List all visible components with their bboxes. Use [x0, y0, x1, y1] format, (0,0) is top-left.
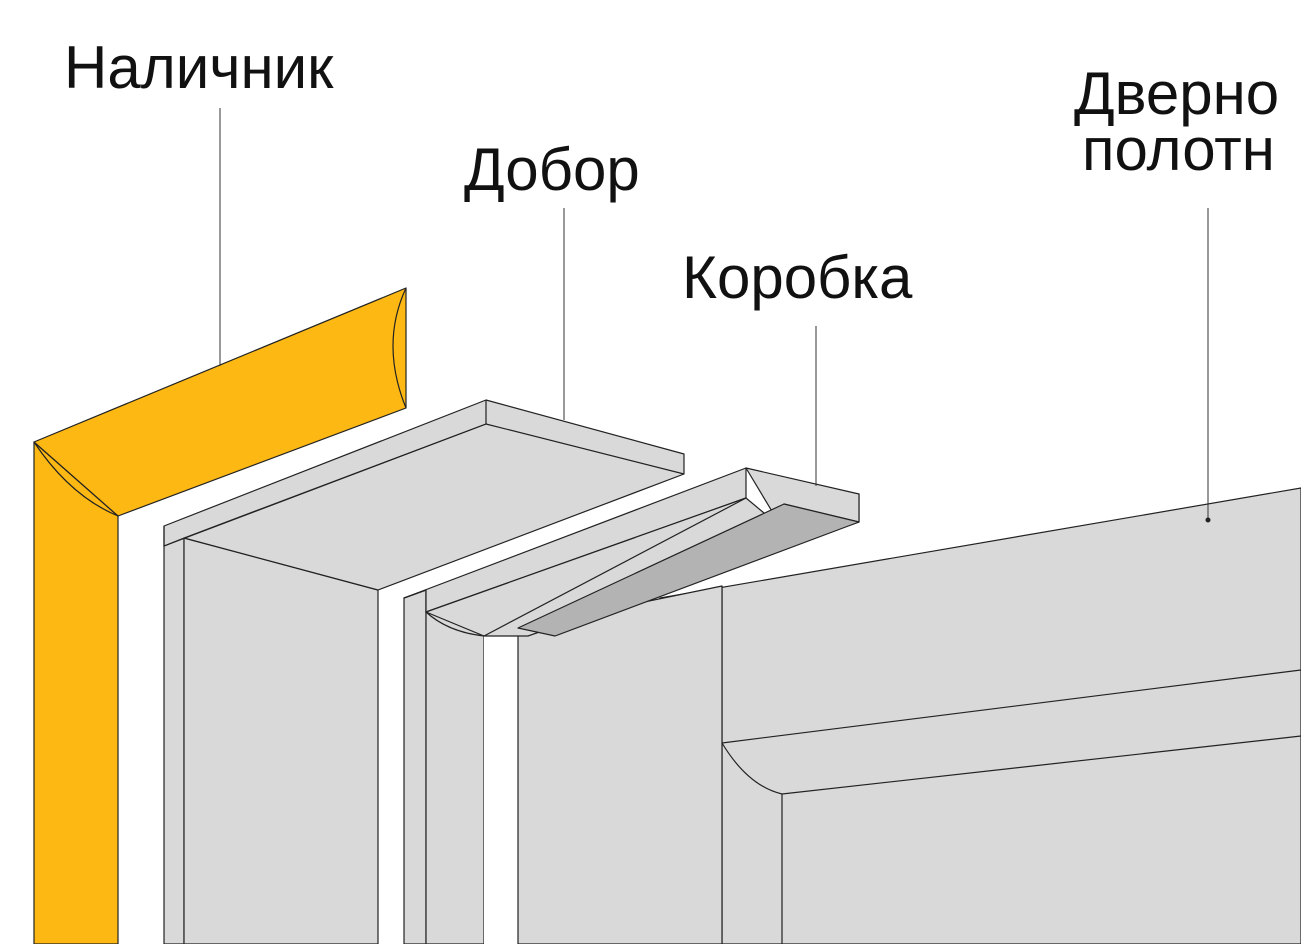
label-extension: Добор: [464, 136, 640, 203]
label-door-leaf-line2: полотн: [1082, 116, 1275, 183]
door-frame: [403, 467, 860, 944]
door-casing: [33, 287, 407, 944]
labels: Наличник Добор Коробка Дверно полотн: [64, 34, 1279, 311]
frame-post: [403, 589, 427, 944]
extension-post: [163, 537, 185, 944]
door-extension: [163, 399, 685, 944]
leader-door-leaf-dot: [1205, 517, 1211, 523]
label-frame: Коробка: [682, 244, 913, 311]
frame-rebate-shadow: [517, 503, 860, 637]
casing-vertical: [33, 441, 119, 944]
leader-lines: [219, 108, 1211, 523]
label-casing: Наличник: [64, 34, 334, 101]
label-door-leaf-line1: Дверно: [1074, 60, 1279, 127]
